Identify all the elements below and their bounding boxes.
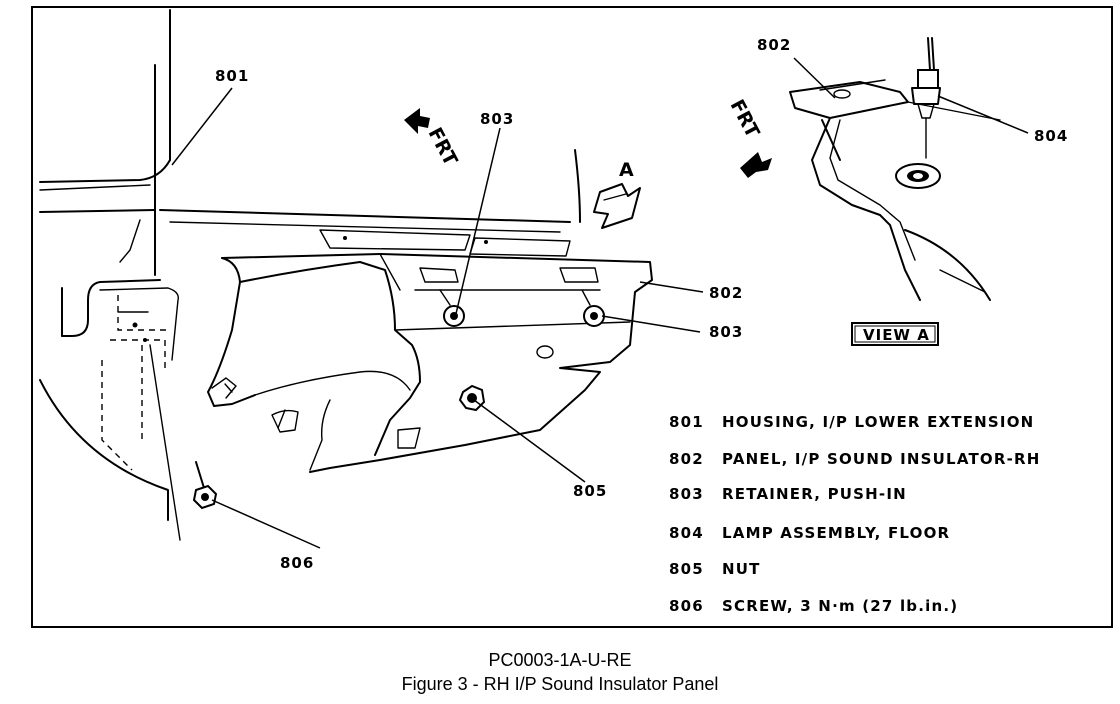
nut-805 (458, 384, 486, 412)
parts-legend: 801 HOUSING, I/P LOWER EXTENSION 802 PAN… (669, 413, 1041, 615)
figure-code: PC0003-1A-U-RE (488, 650, 632, 670)
callout-805: 805 (573, 482, 607, 500)
legend-num-806: 806 (669, 597, 704, 615)
view-a-marker-letter: A (619, 159, 634, 181)
legend-num-803: 803 (669, 485, 704, 503)
front-arrow-left: FRT (404, 108, 462, 169)
legend-num-805: 805 (669, 560, 704, 578)
legend-desc-802: PANEL, I/P SOUND INSULATOR-RH (722, 450, 1041, 468)
callout-806: 806 (280, 554, 314, 572)
leader-lines (171, 57, 1029, 549)
frt-left-label: FRT (424, 124, 462, 169)
callout-801: 801 (215, 67, 249, 85)
front-arrow-right: FRT (726, 96, 772, 178)
legend-desc-804: LAMP ASSEMBLY, FLOOR (722, 524, 950, 542)
legend-num-801: 801 (669, 413, 704, 431)
housing-801-drawing (39, 9, 181, 541)
view-a-label-box: VIEW A (851, 322, 939, 346)
instrument-panel-drawing (159, 149, 581, 257)
view-a-inset-drawing (789, 37, 1001, 301)
figure-caption: Figure 3 - RH I/P Sound Insulator Panel (401, 674, 719, 694)
callout-802: 802 (709, 284, 743, 302)
legend-num-804: 804 (669, 524, 704, 542)
frt-right-label: FRT (726, 96, 764, 141)
legend-desc-805: NUT (722, 560, 761, 578)
view-a-marker: A (593, 159, 641, 229)
legend-desc-803: RETAINER, PUSH-IN (722, 485, 907, 503)
callout-803-top: 803 (480, 110, 514, 128)
legend-desc-801: HOUSING, I/P LOWER EXTENSION (722, 413, 1034, 431)
callout-803-right: 803 (709, 323, 743, 341)
screw-806 (192, 461, 218, 510)
callout-804: 804 (1034, 127, 1068, 145)
sound-insulator-panel-802-drawing (207, 253, 653, 473)
legend-desc-806: SCREW, 3 N·m (27 lb.in.) (722, 597, 958, 615)
retainer-803-left (439, 289, 465, 327)
retainer-803-right (581, 289, 605, 327)
legend-num-802: 802 (669, 450, 704, 468)
figure-frame (31, 6, 1113, 628)
callout-802-inset: 802 (757, 36, 791, 54)
view-a-label: VIEW A (863, 326, 930, 344)
